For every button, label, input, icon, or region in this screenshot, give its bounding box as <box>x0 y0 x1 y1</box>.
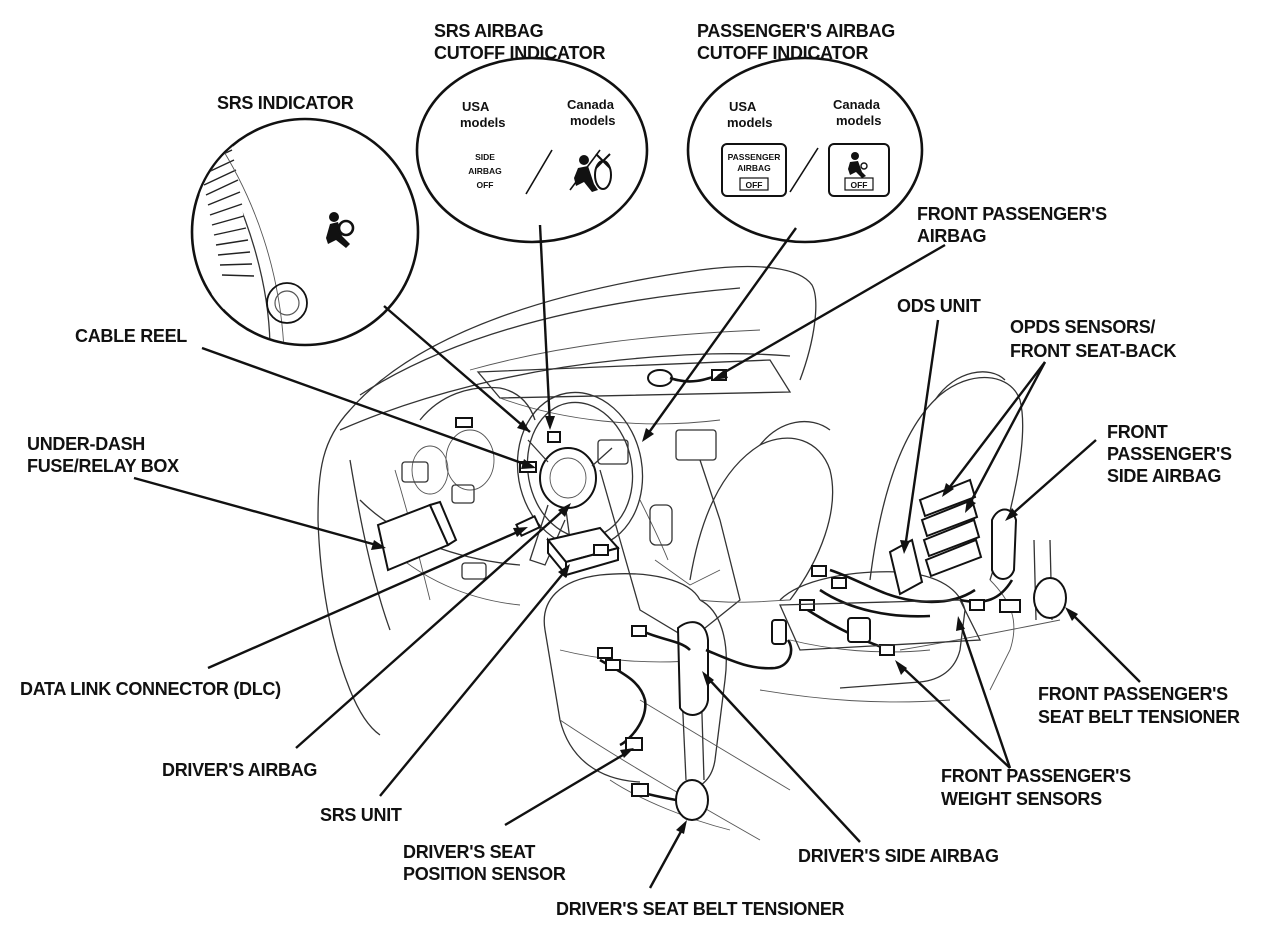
label-pass-cutoff-line1: PASSENGER'S AIRBAG <box>697 21 895 41</box>
pass-cutoff-canada-label-line1: Canada <box>833 97 881 112</box>
label-drivers-side-airbag: DRIVER'S SIDE AIRBAG <box>798 846 999 866</box>
off-usa-label: OFF <box>746 180 763 190</box>
pass-cutoff-canada-label-line2: models <box>836 113 882 128</box>
label-opds-line1: OPDS SENSORS/ <box>1010 317 1155 337</box>
front-passenger-seat-belt-tensioner-part <box>1033 577 1067 619</box>
label-srs-unit: SRS UNIT <box>320 805 402 825</box>
pass-cutoff-usa-label-line2: models <box>727 115 773 130</box>
srs-cutoff-usa-label-line1: USA <box>462 99 490 114</box>
label-pass-cutoff-line2: CUTOFF INDICATOR <box>697 43 868 63</box>
front-passenger-airbag-module <box>647 369 673 387</box>
srs-indicator-inset <box>190 117 420 347</box>
label-drivers-belt: DRIVER'S SEAT BELT TENSIONER <box>556 899 845 919</box>
side-airbag-off-line1: SIDE <box>475 152 495 162</box>
side-airbag-off-line2: AIRBAG <box>468 166 502 176</box>
label-front-pass-side-line1: FRONT <box>1107 422 1168 442</box>
svg-text:AIRBAG: AIRBAG <box>737 163 771 173</box>
label-drivers-seat-pos-line1: DRIVER'S SEAT <box>403 842 535 862</box>
off-canada-label: OFF <box>851 180 868 190</box>
drivers-side-airbag-module <box>676 621 709 716</box>
label-cable-reel: CABLE REEL <box>75 326 187 346</box>
label-front-pass-belt-line2: SEAT BELT TENSIONER <box>1038 707 1240 727</box>
side-airbag-off-line3: OFF <box>477 180 494 190</box>
svg-text:PASSENGER: PASSENGER <box>728 152 781 162</box>
label-front-pass-belt-line1: FRONT PASSENGER'S <box>1038 684 1228 704</box>
front-passenger-side-airbag-module <box>991 508 1018 580</box>
opds-sensor-strips <box>918 478 983 578</box>
pass-cutoff-usa-label-line1: USA <box>729 99 757 114</box>
srs-cutoff-canada-label-line1: Canada <box>567 97 615 112</box>
label-front-pass-side-line2: PASSENGER'S <box>1107 444 1232 464</box>
label-srs-indicator: SRS INDICATOR <box>217 93 354 113</box>
canada-side-airbag-off-icon <box>569 149 612 192</box>
label-under-dash-line1: UNDER-DASH <box>27 434 145 454</box>
leader-lines <box>133 224 1141 889</box>
callout-labels: SRS INDICATOR SRS AIRBAG CUTOFF INDICATO… <box>20 21 1240 919</box>
label-srs-cutoff-line2: CUTOFF INDICATOR <box>434 43 605 63</box>
label-drivers-seat-pos-line2: POSITION SENSOR <box>403 864 566 884</box>
label-under-dash-line2: FUSE/RELAY BOX <box>27 456 179 476</box>
label-front-pass-airbag-line1: FRONT PASSENGER'S <box>917 204 1107 224</box>
vehicle-interior-illustration <box>317 265 1061 841</box>
label-front-pass-weight-line1: FRONT PASSENGER'S <box>941 766 1131 786</box>
weight-sensor-part <box>847 617 871 643</box>
drivers-seat-position-sensor-part <box>625 737 643 751</box>
label-dlc: DATA LINK CONNECTOR (DLC) <box>20 679 281 699</box>
label-srs-cutoff-line1: SRS AIRBAG <box>434 21 543 41</box>
passenger-airbag-icon <box>848 152 868 178</box>
label-opds-line2: FRONT SEAT-BACK <box>1010 341 1176 361</box>
srs-cutoff-canada-label-line2: models <box>570 113 616 128</box>
label-ods-unit: ODS UNIT <box>897 296 981 316</box>
label-front-pass-weight-line2: WEIGHT SENSORS <box>941 789 1102 809</box>
srs-components <box>376 369 1067 821</box>
passenger-airbag-off-button-usa <box>721 143 787 197</box>
label-drivers-airbag: DRIVER'S AIRBAG <box>162 760 317 780</box>
srs-cutoff-usa-label-line2: models <box>460 115 506 130</box>
drivers-seat-belt-tensioner-part <box>675 779 709 821</box>
label-front-pass-side-line3: SIDE AIRBAG <box>1107 466 1221 486</box>
label-front-pass-airbag-line2: AIRBAG <box>917 226 986 246</box>
srs-airbag-cutoff-inset: USA models Canada models SIDE AIRBAG OFF <box>415 56 649 244</box>
srs-airbag-icon <box>326 212 355 248</box>
passengers-airbag-cutoff-inset: USA models Canada models PASSENGER AIRBA… <box>686 56 924 244</box>
